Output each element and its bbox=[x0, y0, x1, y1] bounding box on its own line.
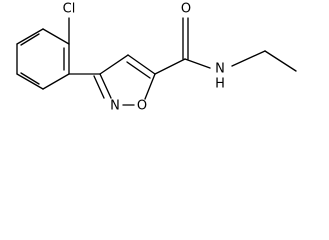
ring-bond bbox=[144, 73, 156, 100]
ethyl-bond bbox=[231, 50, 266, 67]
amide-bond bbox=[184, 58, 211, 69]
ring-bond bbox=[42, 73, 70, 90]
carbonyl-oxygen-label: O bbox=[181, 2, 191, 17]
ring-bond bbox=[42, 28, 70, 45]
ring-nitrogen-label: N bbox=[110, 99, 120, 114]
chemical-structure-diagram: Cl O N H N O bbox=[16, 2, 297, 114]
ring-double-bond bbox=[93, 75, 105, 99]
ring-bond bbox=[16, 28, 44, 45]
ring-oxygen-label: O bbox=[137, 99, 147, 114]
chlorine-atom-label: Cl bbox=[63, 2, 76, 17]
ring-double-bond bbox=[20, 33, 40, 46]
ring-bond bbox=[99, 73, 112, 99]
ring-bond bbox=[16, 73, 44, 90]
chlorophenyl-ring bbox=[16, 28, 70, 90]
ring-double-bond bbox=[126, 61, 151, 79]
ring-bond bbox=[127, 54, 156, 75]
amide-hydrogen-label: H bbox=[215, 77, 225, 92]
ring-double-bond bbox=[20, 72, 40, 85]
isoxazole-ring bbox=[93, 54, 156, 106]
ring-bond bbox=[99, 54, 129, 75]
isoxazole-carbonyl-bond bbox=[154, 58, 186, 75]
ethyl-bond bbox=[264, 50, 297, 72]
amide-nitrogen-label: N bbox=[215, 62, 225, 77]
